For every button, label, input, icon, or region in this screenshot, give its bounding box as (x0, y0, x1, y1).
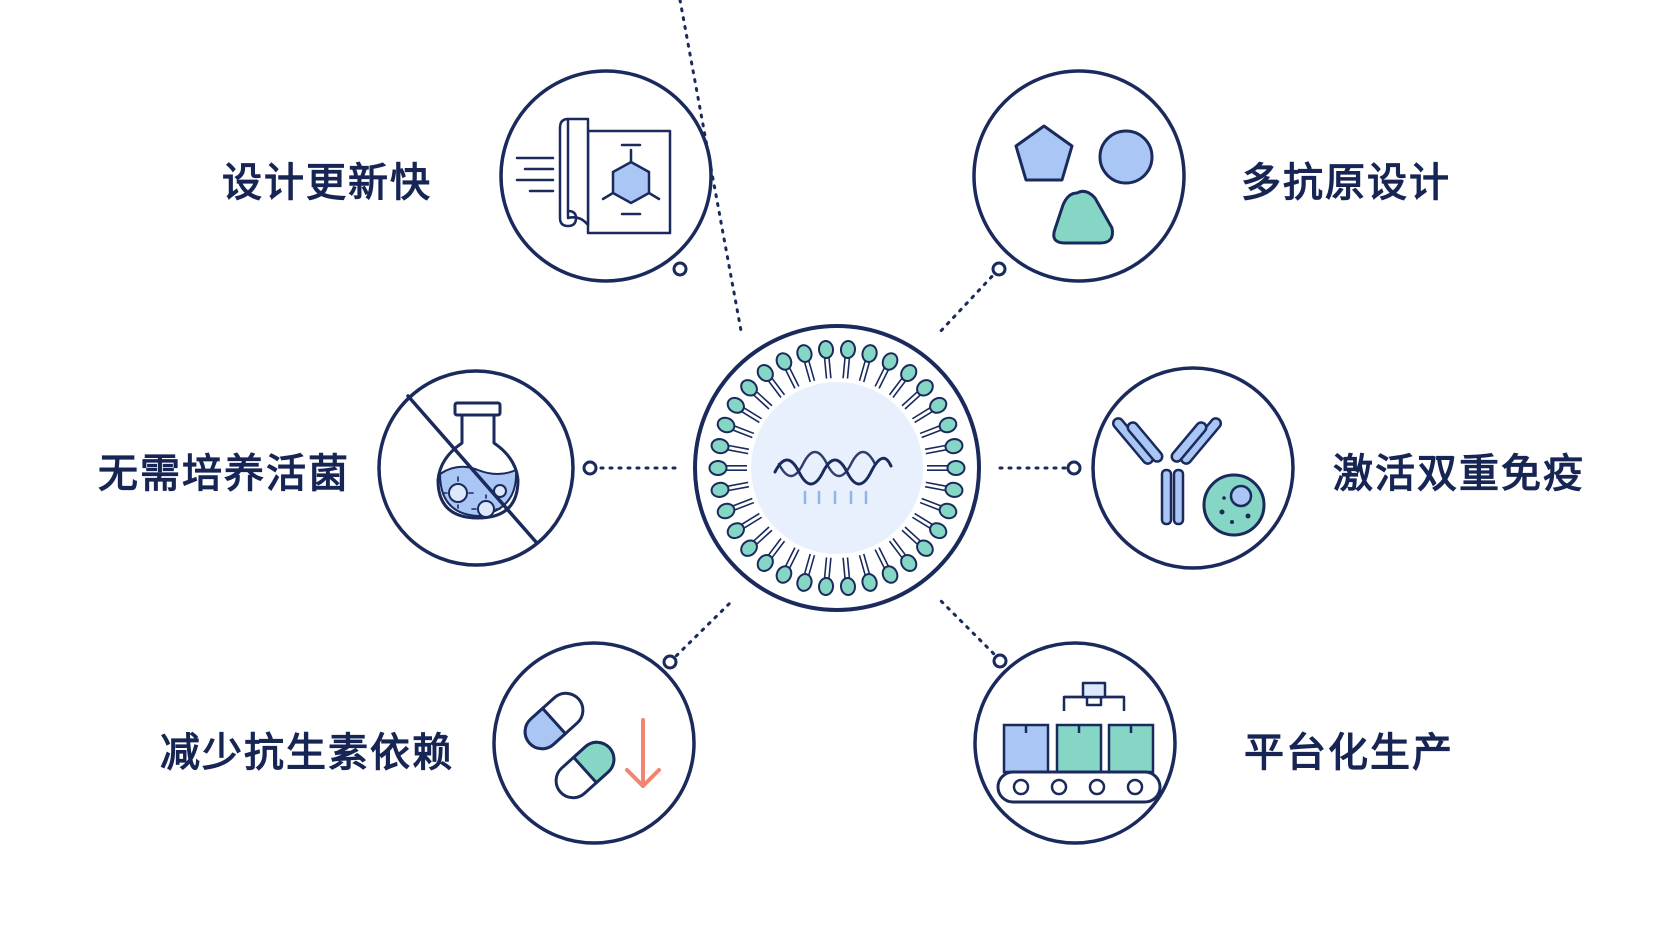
label-less-antibiotics: 减少抗生素依赖 (160, 730, 454, 776)
lipid-head (946, 460, 966, 476)
lipid-head (938, 416, 958, 434)
connector-dots (582, 261, 1082, 670)
antibody-cell-icon (1091, 366, 1295, 570)
lipid-head (929, 522, 948, 540)
lipid-tail (874, 547, 890, 570)
lipid-tail (901, 390, 922, 410)
lipid-tail (767, 538, 786, 560)
lipid-head (818, 577, 835, 596)
lipid-head (839, 340, 856, 359)
lipid-tail (924, 444, 948, 455)
lipid-head (839, 577, 856, 596)
lipid-tail (888, 538, 907, 560)
lipid-tail (740, 406, 763, 424)
lipid-tail (919, 424, 943, 439)
connector-bottom-left (668, 598, 735, 664)
lipid-head (944, 481, 964, 498)
lipid-head (716, 502, 736, 520)
lipid-tail (911, 512, 934, 530)
lipid-tail (752, 526, 773, 546)
lipid-tail (803, 359, 816, 383)
mrna-strand (773, 456, 893, 486)
lipid-head (861, 344, 878, 363)
lipid-tail (911, 406, 934, 424)
lipid-head (881, 565, 899, 584)
lipid-head (756, 364, 774, 383)
antigen-shapes-icon (972, 69, 1186, 283)
lipid-tail (901, 526, 922, 546)
lipid-tail (740, 512, 763, 530)
lipid-tail (726, 444, 750, 455)
lipid-tail (874, 366, 890, 389)
lipid-head (929, 396, 948, 414)
lipid-tail (858, 553, 871, 577)
lipid-bilayer (708, 340, 966, 596)
lipid-head (796, 573, 813, 592)
conveyor-production-icon (973, 641, 1177, 845)
lipid-head (900, 553, 918, 572)
lipid-head (726, 522, 745, 540)
lipid-tail (726, 481, 750, 492)
label-fast-design-update: 设计更新快 (222, 160, 432, 206)
lipid-tail (784, 366, 800, 389)
lipid-head (796, 344, 813, 363)
lipid-tail (752, 390, 773, 410)
lipid-head (861, 573, 878, 592)
lipid-tail (803, 553, 816, 577)
lipid-tail (731, 497, 755, 512)
lipid-head (740, 539, 758, 557)
lipid-head (818, 340, 835, 359)
lipid-head (716, 416, 736, 434)
lipid-head (938, 502, 958, 520)
mrna-strand-2 (777, 450, 877, 478)
lipid-head (726, 396, 745, 414)
lipid-head (775, 352, 793, 371)
lipid-head (740, 379, 758, 397)
connector-bottom-right (938, 598, 1002, 662)
lipid-tail (842, 356, 851, 379)
crossed-flask-bacteria-icon (377, 369, 575, 567)
lipid-tail (924, 481, 948, 492)
capsules-down-arrow-icon (492, 641, 696, 845)
lipid-head (944, 438, 964, 455)
lipid-tail (842, 557, 851, 580)
blueprint-molecule-icon (499, 69, 713, 283)
label-dual-immunity: 激活双重免疫 (1333, 451, 1585, 497)
lipid-head (916, 539, 934, 557)
label-no-live-bacteria: 无需培养活菌 (98, 451, 350, 497)
lipid-tail (927, 465, 949, 471)
lipid-head (708, 460, 728, 476)
lipid-tail (919, 497, 943, 512)
lipid-head (756, 553, 774, 572)
lipid-head (916, 379, 934, 397)
lipid-tail (823, 557, 832, 580)
lipid-tail (731, 424, 755, 439)
connector-top-right (936, 268, 1000, 336)
lipid-head (900, 364, 918, 383)
lipid-nanoparticle-mrna-icon (693, 324, 981, 612)
lipid-tail (823, 356, 832, 379)
lipid-head (710, 438, 730, 455)
lipid-head (710, 481, 730, 498)
mrna-ticks (803, 490, 868, 505)
label-platform-production: 平台化生产 (1244, 730, 1454, 776)
lipid-head (881, 352, 899, 371)
lipid-tail (767, 376, 786, 398)
lipid-head (775, 565, 793, 584)
lipid-tail (725, 465, 747, 471)
label-multi-antigen: 多抗原设计 (1241, 160, 1451, 206)
lipid-tail (784, 547, 800, 570)
lipid-tail (858, 359, 871, 383)
lipid-tail (888, 376, 907, 398)
